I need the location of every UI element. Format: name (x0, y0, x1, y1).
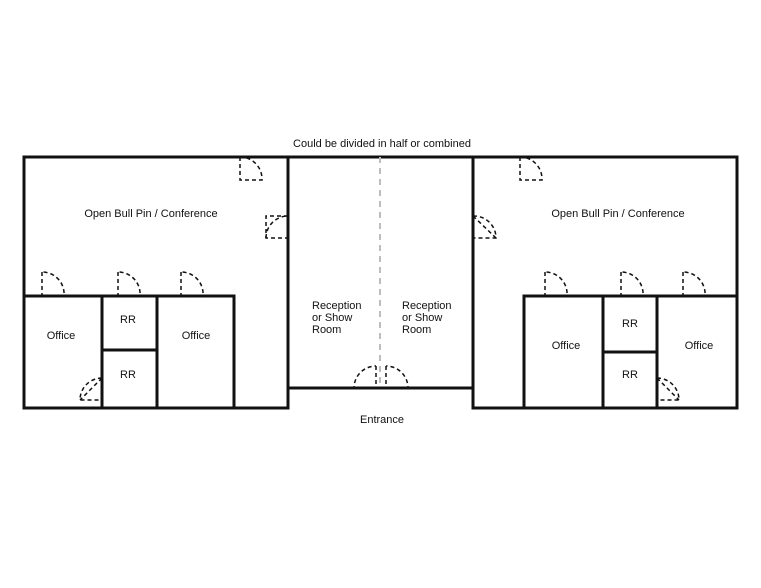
right-restroom-a-label: RR (622, 318, 638, 330)
door-swing-icon (519, 156, 543, 181)
door-swing-icon (682, 271, 706, 297)
door-swing-icon (265, 215, 288, 239)
reception-right-line: or Show (402, 312, 442, 324)
left-office-a-label: Office (47, 330, 76, 342)
center-reception (286, 155, 475, 390)
door-swing-icon (79, 377, 103, 401)
reception-right-line: Reception (402, 300, 452, 312)
door-swing-icon (656, 377, 680, 401)
right-suite-outer-wall (471, 155, 739, 410)
door-swing-icon (265, 215, 289, 239)
left-office-b-label: Office (182, 330, 211, 342)
door-swing-icon (353, 365, 377, 389)
left-suite-outer-wall (22, 155, 290, 410)
reception-left-line: Room (312, 324, 341, 336)
right-office-b-label: Office (685, 340, 714, 352)
entrance-label: Entrance (360, 414, 404, 426)
door-swing-icon (41, 271, 65, 297)
left-restroom-b-label: RR (120, 369, 136, 381)
door-swing-icon (117, 271, 141, 297)
door-swing-icon (620, 271, 644, 297)
door-swing-icon (180, 271, 204, 297)
door-swing-icon (239, 156, 263, 181)
door-swing-icon (544, 271, 568, 297)
right-office-a-label: Office (552, 340, 581, 352)
door-swing-icon (472, 215, 497, 239)
right-suite-interior-walls (522, 294, 739, 410)
right-restroom-b-label: RR (622, 369, 638, 381)
reception-right-line: Room (402, 324, 431, 336)
door-swings (41, 156, 706, 401)
door-swing-icon (385, 365, 409, 389)
right-open-area-label: Open Bull Pin / Conference (551, 208, 684, 220)
reception-left-line: or Show (312, 312, 352, 324)
left-restroom-a-label: RR (120, 314, 136, 326)
plan-caption: Could be divided in half or combined (293, 138, 471, 150)
reception-right-label: Reception or Show Room (402, 300, 452, 336)
left-suite-interior-walls (22, 294, 236, 410)
right-suite (471, 155, 739, 410)
left-open-area-label: Open Bull Pin / Conference (84, 208, 217, 220)
reception-left-line: Reception (312, 300, 362, 312)
left-suite (22, 155, 290, 410)
reception-left-label: Reception or Show Room (312, 300, 362, 336)
